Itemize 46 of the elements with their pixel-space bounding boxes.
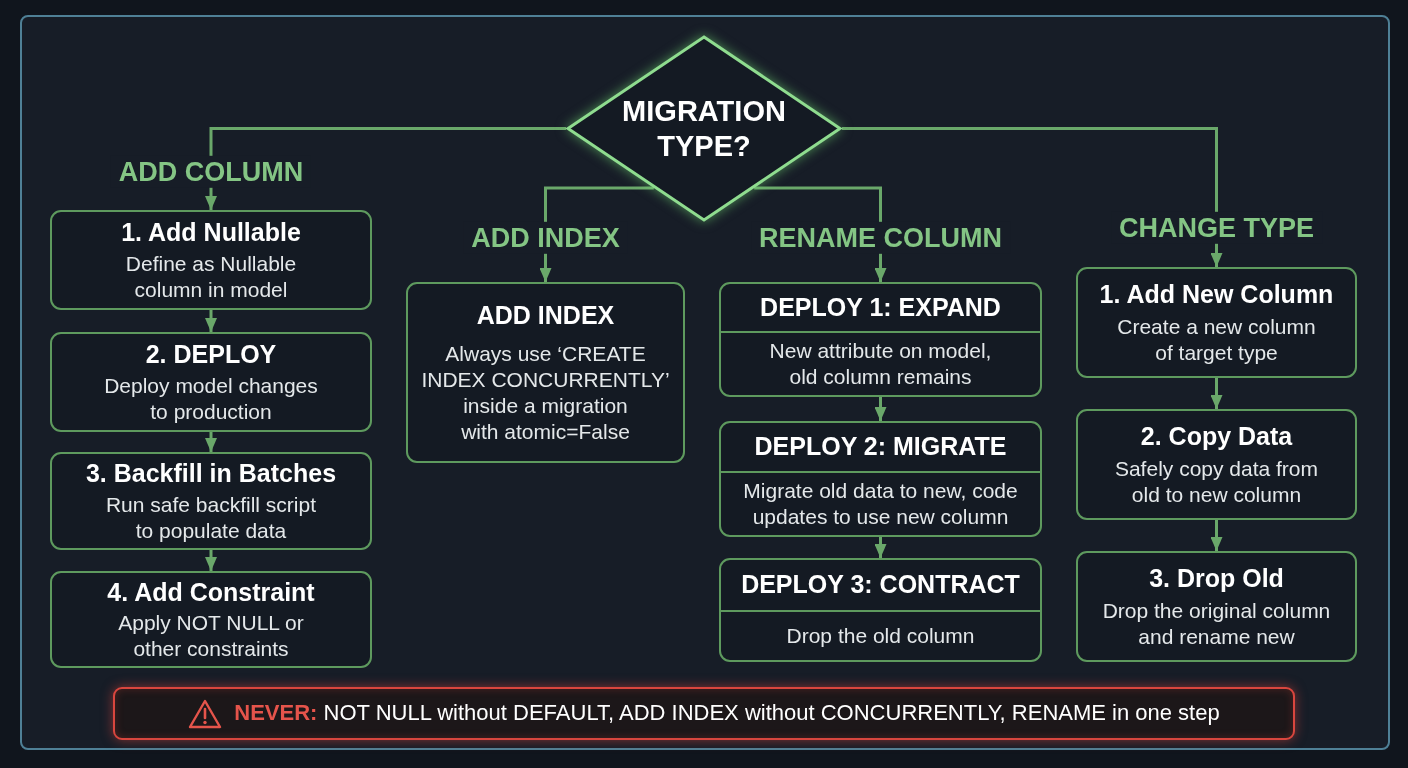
step-description: Always use ‘CREATE INDEX CONCURRENTLY’ inside a migration with atomic=False [420,341,671,446]
step-title: ADD INDEX [476,299,615,331]
step-description: Define as Nullable column in model [124,250,298,303]
step-box [406,282,685,463]
step-box [719,282,1042,397]
step-box [50,332,372,432]
step-box [1076,409,1357,520]
step-title: 2. DEPLOY [145,339,277,371]
step-box [719,421,1042,537]
step-description: Migrate old data to new, code updates to use new column [742,477,1019,530]
step-title: 1. Add Nullable [121,217,301,249]
warning-banner [113,687,1295,740]
step-box [50,452,372,550]
step-title: 3. Backfill in Batches [85,458,337,490]
step-description: Drop the original column and rename new [1101,598,1332,651]
step-description: Drop the old column [786,623,975,649]
step-description: Apply NOT NULL or other constraints [117,610,305,663]
connector-arrow [205,127,566,210]
step-title: DEPLOY 2: MIGRATE [754,431,1007,463]
connector-arrow [874,537,887,558]
step-description: Create a new column of target type [1116,314,1317,367]
step-title: 4. Add Constraint [107,576,315,608]
connector-arrow [205,310,217,332]
connector-arrow [874,397,887,421]
step-title: 1. Add New Column [1099,278,1334,310]
connector-arrow [1210,520,1223,551]
step-description: Deploy model changes to production [103,372,319,425]
step-description: Safely copy data from old to new column [1113,456,1320,509]
step-box [50,210,372,310]
decision-label: MIGRATION TYPE? [621,93,787,164]
warning-text: NEVER: NOT NULL without DEFAULT, ADD INDEX without CONCURRENTLY, RENAME in one step [234,700,1220,727]
connector-arrow [842,127,1223,267]
step-title: DEPLOY 3: CONTRACT [741,569,1020,601]
step-box [50,571,372,668]
step-title: 2. Copy Data [1140,420,1293,452]
step-box [719,558,1042,662]
step-description: Run safe backfill script to populate data [104,491,318,544]
connector-arrow [205,550,217,571]
step-box [1076,551,1357,662]
step-title: DEPLOY 1: EXPAND [760,291,1001,323]
connector-arrow [1210,378,1223,409]
decision-diamond [566,35,842,222]
connector-arrow [205,432,217,452]
step-description: New attribute on model, old column remains [768,337,993,390]
step-title: 3. Drop Old [1149,562,1284,594]
step-box [1076,267,1357,378]
